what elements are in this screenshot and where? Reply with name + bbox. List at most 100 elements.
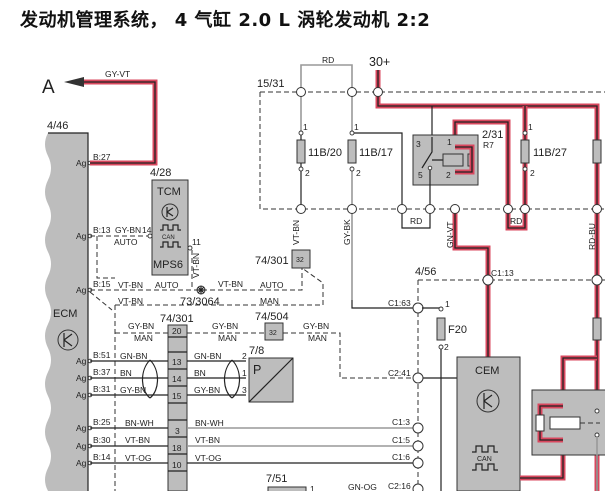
svg-text:4/28: 4/28 bbox=[150, 167, 171, 179]
svg-text:15: 15 bbox=[172, 391, 182, 401]
ecm-name: ECM bbox=[53, 308, 77, 320]
svg-text:74/301: 74/301 bbox=[255, 255, 289, 267]
wire-label: GN-VT bbox=[445, 222, 455, 248]
wire-label: GY-BN bbox=[120, 385, 146, 395]
svg-text:1: 1 bbox=[447, 137, 452, 147]
fuse-f20: 1 2 F20 bbox=[422, 299, 467, 352]
page-title: 发动机管理系统， 4 气缸 2.0 L 涡轮发动机 2:2 bbox=[20, 10, 431, 31]
svg-text:C1:5: C1:5 bbox=[392, 435, 410, 445]
fuse-11b-20: 1 2 11B/20 bbox=[296, 92, 342, 209]
wire-label: MAN bbox=[218, 333, 237, 343]
pin-label: B:14 bbox=[93, 452, 111, 462]
pin-ground-label: Ag bbox=[76, 356, 87, 366]
connector-74-301: 74/301 20 13 14 15 3 18 10 bbox=[160, 313, 194, 491]
relay-right bbox=[520, 317, 605, 491]
wire-rd-top bbox=[300, 64, 353, 92]
svg-text:1: 1 bbox=[354, 122, 359, 132]
svg-text:7/51: 7/51 bbox=[266, 473, 287, 485]
svg-text:13: 13 bbox=[172, 357, 182, 367]
ecm-id: 4/46 bbox=[47, 120, 68, 132]
pin-label: B:30 bbox=[93, 435, 111, 445]
wire-label: VT-OG bbox=[125, 453, 151, 463]
svg-text:11B/20: 11B/20 bbox=[308, 147, 342, 159]
wire-label: RD bbox=[510, 216, 522, 226]
svg-text:14: 14 bbox=[142, 225, 152, 235]
cem-module: 4/56 CEM CAN C1:13 C1:63 C2:41 C1:3 C1:5… bbox=[351, 266, 605, 491]
svg-text:11B/17: 11B/17 bbox=[359, 147, 393, 159]
svg-text:CAN: CAN bbox=[477, 456, 492, 463]
fusebox-label: 15/31 bbox=[257, 78, 285, 90]
wire-label: GN-BN bbox=[120, 351, 147, 361]
ecm-pins: AgB:27AgB:13AgB:15AgB:51AgB:37AgB:31AgB:… bbox=[76, 152, 111, 468]
svg-text:2: 2 bbox=[356, 168, 361, 178]
sensor-7-51: 7/51 1 bbox=[266, 473, 315, 491]
pin-ground-label: Ag bbox=[76, 441, 87, 451]
pin-label: B:31 bbox=[93, 384, 111, 394]
pin-label: B:27 bbox=[93, 152, 111, 162]
wire-label: VT-BN bbox=[191, 253, 201, 278]
pin-ground-label: Ag bbox=[76, 285, 87, 295]
connector-74-301-top: 32 74/301 bbox=[255, 249, 311, 269]
svg-text:A: A bbox=[42, 77, 55, 98]
fusebox-15-31: 15/31 bbox=[257, 78, 605, 210]
svg-text:3: 3 bbox=[175, 426, 180, 436]
pin-label: B:51 bbox=[93, 350, 111, 360]
pin-ground-label: Ag bbox=[76, 390, 87, 400]
transistor-icon bbox=[161, 203, 179, 221]
svg-text:32: 32 bbox=[296, 257, 304, 264]
svg-text:14: 14 bbox=[172, 374, 182, 384]
svg-text:4/56: 4/56 bbox=[415, 266, 436, 278]
svg-text:2: 2 bbox=[446, 170, 451, 180]
wire-label: VT-OG bbox=[195, 453, 221, 463]
wire-label: MAN bbox=[308, 333, 327, 343]
wire-label: BN bbox=[194, 368, 206, 378]
svg-text:GY-VT: GY-VT bbox=[105, 69, 130, 79]
svg-text:1: 1 bbox=[310, 484, 315, 491]
svg-text:10: 10 bbox=[172, 460, 182, 470]
svg-text:2: 2 bbox=[242, 351, 247, 361]
svg-text:C1:6: C1:6 bbox=[392, 452, 410, 462]
svg-text:73/3064: 73/3064 bbox=[180, 296, 220, 308]
svg-text:3: 3 bbox=[242, 385, 247, 395]
wire-label: MAN bbox=[260, 296, 279, 306]
wire-label: GY-BN bbox=[128, 321, 154, 331]
pin-ground-label: Ag bbox=[76, 423, 87, 433]
pressure-sensor-7-8: P 7/8 2 1 3 bbox=[242, 345, 294, 403]
wire-label: VT-BN bbox=[291, 220, 301, 245]
fuse-11b-17: 1 2 11B/17 bbox=[347, 92, 403, 300]
svg-text:20: 20 bbox=[172, 326, 182, 336]
dashed-wire-man bbox=[115, 332, 414, 379]
pin-ground-label: Ag bbox=[76, 158, 87, 168]
pin-label: B:25 bbox=[93, 417, 111, 427]
wire-label: AUTO bbox=[155, 280, 179, 290]
svg-text:F20: F20 bbox=[448, 324, 467, 336]
sensor-wires bbox=[90, 360, 246, 396]
fuse-11b-27: 1 2 11B/27 bbox=[520, 122, 602, 178]
svg-text:3: 3 bbox=[416, 139, 421, 149]
svg-text:C2:16: C2:16 bbox=[388, 481, 411, 491]
svg-text:5: 5 bbox=[418, 170, 423, 180]
can-icon bbox=[472, 445, 498, 471]
svg-text:18: 18 bbox=[172, 443, 182, 453]
svg-text:74/301: 74/301 bbox=[160, 313, 194, 325]
svg-text:C1:3: C1:3 bbox=[392, 417, 410, 427]
off-page-connector-a: A GY-VT bbox=[42, 69, 158, 166]
svg-text:2: 2 bbox=[444, 342, 449, 352]
svg-text:TCM: TCM bbox=[157, 186, 181, 198]
tcm-module: 4/28 TCM CAN MPS6 14 11 bbox=[142, 167, 201, 276]
wire-label: VT-BN bbox=[118, 280, 143, 290]
svg-text:1: 1 bbox=[242, 368, 247, 378]
svg-text:C1:63: C1:63 bbox=[388, 298, 411, 308]
svg-text:74/504: 74/504 bbox=[255, 311, 289, 323]
wire-label: GY-BN bbox=[212, 321, 238, 331]
pin-label: B:15 bbox=[93, 279, 111, 289]
wire-label: AUTO bbox=[114, 237, 138, 247]
svg-text:CEM: CEM bbox=[475, 365, 499, 377]
wire-label: GY-BN bbox=[115, 225, 141, 235]
wire-label: RD-BU bbox=[587, 223, 597, 250]
svg-text:C2:41: C2:41 bbox=[388, 368, 411, 378]
svg-text:1: 1 bbox=[445, 299, 450, 309]
svg-text:R7: R7 bbox=[483, 140, 494, 150]
supply-label: 30+ bbox=[369, 55, 390, 69]
